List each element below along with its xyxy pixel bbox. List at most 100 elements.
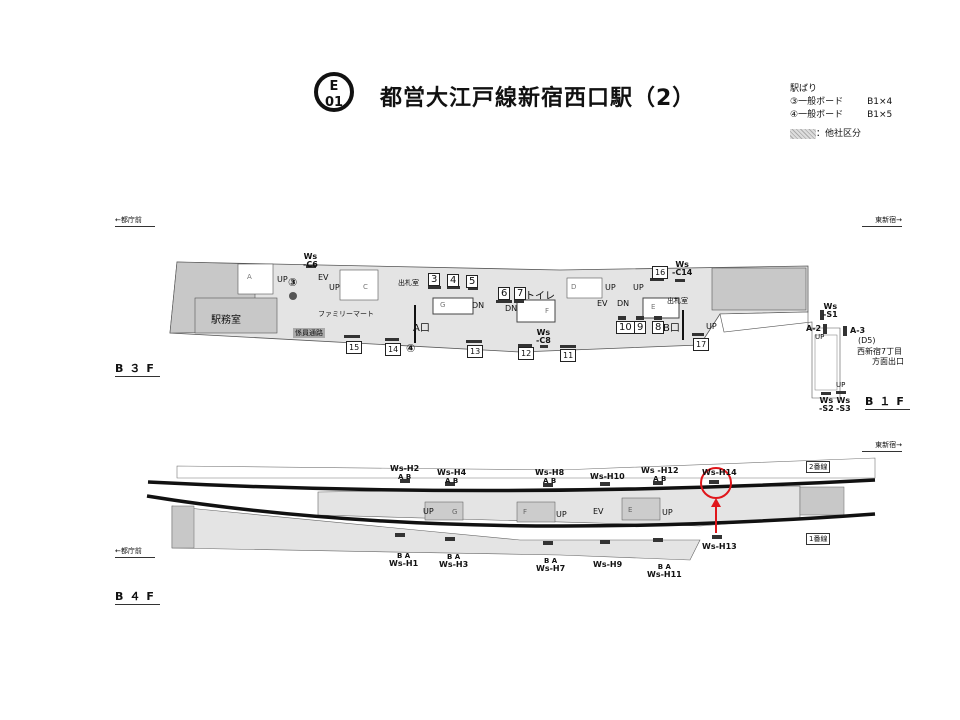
board-number: 9: [634, 321, 647, 334]
stair-label: D: [571, 283, 577, 291]
up-arrow-label: UP: [633, 283, 644, 292]
up-arrow-label: UP: [836, 381, 846, 389]
stair-label: F: [545, 307, 550, 315]
direction-left: ←都庁前: [115, 215, 155, 227]
circled-board: ④: [406, 342, 416, 355]
board-number: 14: [385, 343, 402, 356]
station-office-label: 駅務室: [211, 315, 241, 326]
board-number: 15: [346, 341, 363, 354]
platform-ad-bottom-target: Ws-H13: [702, 542, 737, 551]
stair-d: [566, 277, 603, 299]
up-arrow-label: UP: [815, 333, 825, 341]
wall-ad-label: Ws -S3: [836, 396, 851, 413]
board-number: 10: [616, 321, 635, 334]
up-arrow-label: UP: [423, 507, 434, 516]
toilet-label: トイレ: [525, 291, 555, 302]
stair-f: [516, 299, 556, 323]
board-number: 16: [652, 266, 669, 279]
exit-label: A-2: [806, 324, 822, 333]
board-number: 17: [693, 338, 710, 351]
down-arrow-label: DN: [505, 304, 518, 313]
track-1-label: 1番線: [806, 533, 831, 545]
board-number: 8: [652, 321, 665, 334]
gate-b-label: B口: [663, 323, 680, 334]
legend-value: B1×5: [867, 110, 893, 120]
stair-c: [339, 269, 379, 301]
direction-right: 東新宿→: [862, 440, 902, 452]
platform-ad-bottom: Ws-H9: [593, 560, 623, 569]
exit-name: 西新宿7丁目: [857, 347, 903, 356]
direction-left: ←都庁前: [115, 546, 155, 558]
ticket-office-label: 出札室: [667, 297, 688, 305]
stair-label: F: [523, 508, 528, 516]
board-number: 3: [428, 273, 441, 286]
direction-right: 東新宿→: [862, 215, 902, 227]
up-arrow-label: UP: [706, 322, 717, 331]
legend-label: ④一般ボード: [790, 110, 844, 120]
elevator-label: EV: [318, 273, 329, 282]
wall-ad-label: Ws -C6: [303, 252, 318, 269]
wall-ad-label: Ws -S1: [823, 302, 838, 319]
down-arrow-label: DN: [472, 301, 485, 310]
board-number: 4: [447, 274, 460, 287]
circled-board: ③: [288, 276, 298, 289]
stair-label: C: [363, 283, 368, 291]
station-number: 01: [324, 95, 344, 110]
stair-a: [237, 263, 274, 295]
exit-label: A-3: [850, 326, 866, 335]
track-2-label: 2番線: [806, 461, 831, 473]
b4f-upper-area: [176, 457, 876, 479]
elevator-label: EV: [597, 299, 608, 308]
stair-label: A: [247, 273, 252, 281]
station-office: [194, 297, 278, 334]
stair-label: E: [651, 303, 656, 311]
stair-label: G: [440, 301, 446, 309]
up-arrow-label: UP: [556, 510, 567, 519]
other-company-area: [711, 267, 807, 311]
b4f-lower-wall: [171, 505, 701, 561]
ticket-office-label: 出札室: [398, 279, 419, 287]
floor-label-b3f: B３F: [115, 362, 160, 377]
up-arrow-label: UP: [277, 275, 288, 284]
platform-ad-top-highlighted: Ws-H14: [702, 468, 737, 477]
track-2: [147, 478, 876, 493]
wall-ad-label: Ws -S2: [819, 396, 834, 413]
shop-label: ファミリーマート: [318, 310, 374, 318]
down-arrow-label: DN: [617, 299, 630, 308]
up-arrow-label: UP: [662, 508, 673, 517]
hatch-swatch: [790, 128, 816, 139]
up-arrow-label: UP: [329, 283, 340, 292]
board-number: 11: [560, 349, 577, 362]
board-number: 7: [514, 287, 527, 300]
stair-label: G: [452, 508, 458, 516]
legend-label: ③一般ボード: [790, 97, 844, 107]
stair-label: E: [628, 506, 633, 514]
board-number: 13: [467, 345, 484, 358]
staff-passage-label: 係員通路: [293, 328, 325, 338]
legend-heading: 駅ばり: [790, 84, 818, 94]
platform-ad-top: Ws-H10: [590, 472, 625, 481]
hatch-label: ：他社区分: [816, 129, 862, 139]
exit-name: 方面出口: [872, 357, 904, 366]
up-arrow-label: UP: [605, 283, 616, 292]
line-code: E: [329, 79, 339, 94]
elevator-label: EV: [593, 507, 604, 516]
exit-code: (D5): [858, 336, 876, 345]
wall-ad-label: Ws -C14: [672, 260, 693, 277]
wall-ad-label: Ws -C8: [536, 328, 551, 345]
board-number: 12: [518, 347, 535, 360]
board-number: 5: [466, 275, 479, 288]
floor-label-b4f: B４F: [115, 590, 160, 605]
gate-a-label: A口: [413, 323, 430, 334]
line-badge: E 01: [314, 72, 354, 112]
